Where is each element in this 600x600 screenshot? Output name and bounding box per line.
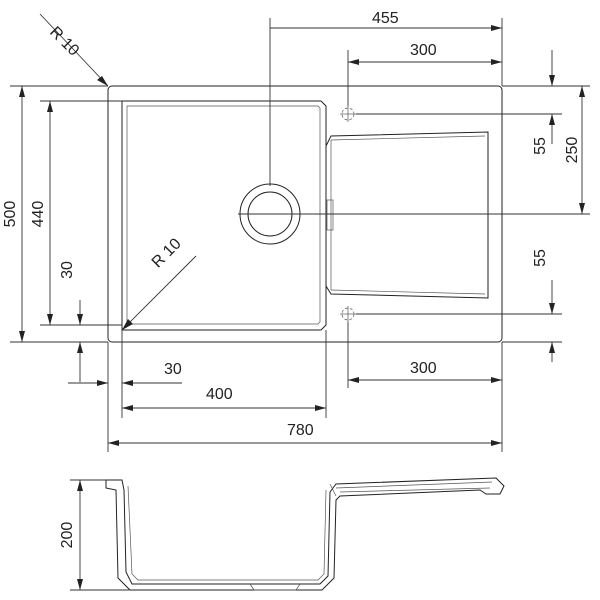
drainer-rib-bottom <box>330 289 486 295</box>
side-profile-outer <box>105 477 505 591</box>
drainer-outline <box>325 131 489 299</box>
label-radius-outer: R 10 <box>46 24 82 60</box>
label-width-780: 780 <box>287 422 314 439</box>
label-height-500: 500 <box>2 201 19 228</box>
drainer-rib-top <box>330 135 486 141</box>
dimension-lines <box>10 13 590 452</box>
side-profile-inner <box>127 485 327 581</box>
label-height-30: 30 <box>59 261 76 279</box>
label-depth-200: 200 <box>59 522 76 549</box>
side-drain-outlet <box>249 583 301 591</box>
tap-hole-marker-top <box>340 106 356 122</box>
side-view: 200 <box>59 477 505 591</box>
label-depth-250: 250 <box>564 137 581 164</box>
tap-hole-marker-bottom <box>340 306 356 322</box>
side-drainer-mid <box>339 487 491 493</box>
label-depth-55-top: 55 <box>532 137 549 155</box>
label-height-440: 440 <box>30 201 47 228</box>
top-view <box>107 18 590 343</box>
label-depth-55-bottom: 55 <box>532 249 549 267</box>
side-drainer-top <box>335 481 493 489</box>
dimension-labels: R 10 455 300 55 250 55 500 440 30 R 10 3… <box>2 10 581 439</box>
label-offset-30: 30 <box>164 361 182 378</box>
label-width-400: 400 <box>206 386 233 403</box>
bowl-outline <box>121 100 327 331</box>
label-width-300-bottom: 300 <box>410 360 437 377</box>
label-width-455: 455 <box>372 10 399 27</box>
side-drainer-join <box>329 483 337 497</box>
label-width-300-top: 300 <box>410 42 437 59</box>
overflow-slot <box>326 199 334 231</box>
bowl-inner-outline <box>126 105 321 325</box>
label-radius-inner: R 10 <box>149 235 185 271</box>
